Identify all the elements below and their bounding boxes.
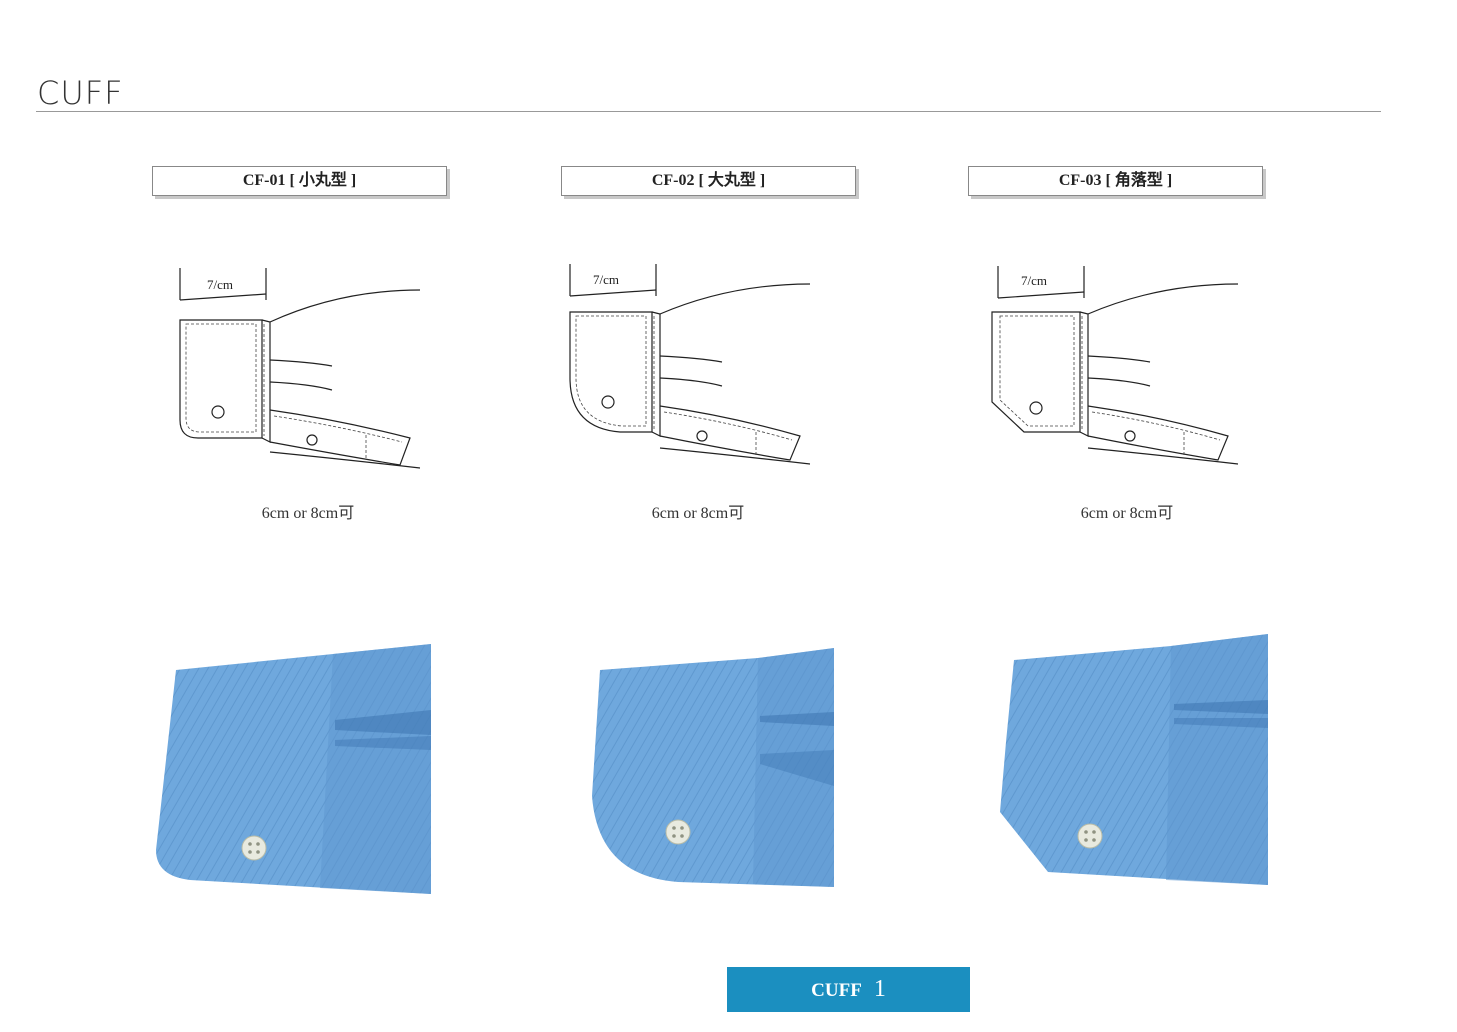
cuff-photo-cf02	[592, 648, 834, 887]
cuff-label-cf01: CF-01 [ 小丸型 ]	[152, 166, 447, 196]
size-note-cf03: 6cm or 8cm可	[1080, 505, 1174, 522]
footer-label: CUFF	[811, 980, 862, 1001]
width-label-cf01: 7/cm	[207, 277, 233, 292]
cuff-photo-cf01	[156, 644, 431, 894]
footer-page-badge: CUFF 1	[727, 967, 970, 1012]
width-label-cf02: 7/cm	[593, 272, 619, 287]
title-divider	[36, 111, 1381, 112]
size-note-cf01: 6cm or 8cm可	[261, 505, 355, 522]
cuff-label-cf02: CF-02 [ 大丸型 ]	[561, 166, 856, 196]
cuff-drawing-cf01: 7/cm	[179, 268, 421, 469]
cuff-drawing-cf02: 7/cm	[569, 264, 811, 465]
cuff-photo-cf03	[1000, 634, 1268, 885]
cuff-label-cf03: CF-03 [ 角落型 ]	[968, 166, 1263, 196]
size-note-cf02: 6cm or 8cm可	[651, 505, 745, 522]
footer-page-number: 1	[873, 976, 886, 1002]
page-title: CUFF	[37, 74, 124, 112]
cuff-drawing-cf03: 7/cm	[991, 266, 1239, 465]
width-label-cf03: 7/cm	[1021, 273, 1047, 288]
